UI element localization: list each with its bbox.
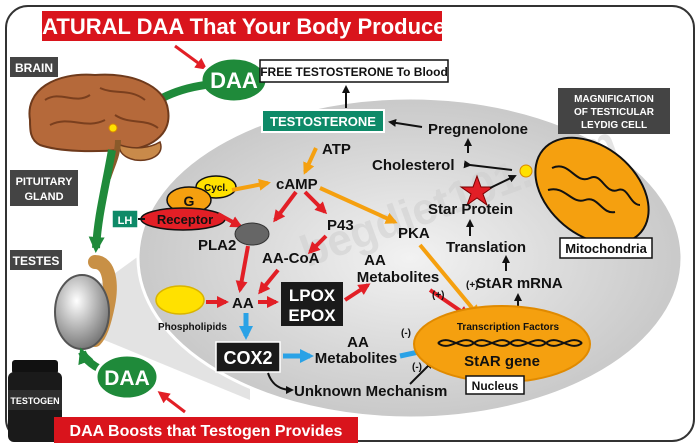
g-protein-label: G — [184, 193, 195, 209]
magnification-label-box — [558, 88, 670, 134]
aa-metabolites-lower-a: AA — [347, 334, 369, 351]
testes-illustration — [54, 255, 117, 350]
cox2-box — [215, 341, 281, 373]
brain-label: BRAIN — [15, 61, 53, 75]
pituitary-dot — [108, 123, 118, 133]
free-testosterone-box — [259, 59, 449, 83]
transcription-factors-label: Transcription Factors — [457, 322, 560, 333]
line-cholesterol-to-mito — [463, 160, 513, 171]
cholesterol-label: Cholesterol — [372, 157, 455, 174]
minus-label-1: (-) — [401, 328, 411, 339]
pla2-label: PLA2 — [198, 237, 236, 254]
cycl-label: Cycl. — [204, 183, 228, 194]
testogen-bottle: TESTOGEN — [8, 360, 62, 442]
arrow-banner-to-daa — [174, 44, 208, 70]
product-label: TESTOGEN — [10, 396, 59, 406]
aacoa-label: AA-CoA — [262, 250, 320, 267]
dna-helix-icon — [437, 339, 583, 347]
magnification-label-3: LEYDIG CELL — [581, 120, 647, 131]
star-icon — [459, 174, 495, 207]
daa-top-label: DAA — [210, 68, 258, 93]
pituitary-label-1: PITUITARY — [16, 176, 73, 188]
lh-label: LH — [118, 215, 133, 227]
epox-label: EPOX — [288, 306, 336, 325]
arrow-camp-to-aacoa — [273, 190, 298, 223]
testosterone-label: TESTOSTERONE — [270, 114, 376, 129]
magnification-label-2: OF TESTICULAR — [574, 107, 655, 118]
daa-bottom-label: DAA — [104, 367, 150, 390]
arrow-pla2-to-aa — [235, 245, 250, 293]
arrow-cycl-to-camp — [231, 178, 271, 192]
arrow-p43-to-aacoa — [307, 234, 328, 255]
brain-illustration — [28, 73, 170, 179]
atp-label: ATP — [322, 141, 351, 158]
arrow-brain-to-testes — [88, 149, 116, 253]
testes-label: TESTES — [13, 254, 60, 268]
star-mrna-label: StAR mRNA — [476, 275, 563, 292]
arrow-atp-to-camp — [303, 147, 318, 175]
lpox-label: LPOX — [289, 286, 336, 305]
daa-bottom-bubble — [94, 353, 160, 401]
nucleus-box — [465, 375, 525, 395]
aa-label: AA — [232, 295, 254, 312]
arrow-receptor-to-pla2 — [217, 212, 243, 228]
pla2-shape — [234, 222, 270, 246]
plus-label-2: (+) — [466, 280, 479, 291]
p43-label: P43 — [327, 217, 354, 234]
free-testosterone-label: FREE TESTOSTERONE To Blood — [260, 65, 448, 79]
bottom-banner — [54, 417, 358, 443]
arrow-pka-to-nucleus — [418, 243, 480, 318]
mito-dot — [519, 164, 533, 178]
arrow-banner-to-daa-bottom — [157, 391, 186, 414]
aa-metabolites-lower-b: Metabolites — [315, 350, 398, 367]
aa-metabolites-upper-a: AA — [364, 252, 386, 269]
mitochondria-label: Mitochondria — [565, 241, 647, 256]
arrow-pregnenolone-to-testosterone — [388, 118, 423, 128]
brain-label-box — [10, 57, 58, 77]
mitochondria-illustration — [534, 136, 650, 246]
nucleus-label: Nucleus — [472, 379, 519, 393]
translation-label: Translation — [446, 239, 526, 256]
pka-label: PKA — [398, 225, 430, 242]
arrow-camp-to-p43 — [303, 190, 328, 215]
top-banner-text: NATURAL DAA That Your Body Produces — [26, 14, 457, 39]
arrow-aacoa-to-aa — [258, 268, 280, 295]
testes-label-box — [10, 250, 62, 270]
phospholipids-shape — [155, 285, 205, 315]
bottom-banner-text: DAA Boosts that Testogen Provides — [70, 423, 343, 440]
plus-label-1: (+) — [432, 290, 445, 301]
star-gene-label: StAR gene — [464, 353, 540, 370]
camp-label: cAMP — [276, 176, 318, 193]
receptor-label: Receptor — [157, 212, 213, 227]
pregnenolone-label: Pregnenolone — [428, 121, 528, 138]
arrow-camp-to-pka — [319, 186, 398, 224]
cox2-label: COX2 — [223, 348, 272, 368]
lpox-epox-box — [281, 282, 343, 326]
magnification-label-1: MAGNIFICATION — [574, 94, 654, 105]
phospholipids-label: Phospholipids — [158, 322, 227, 333]
unknown-mechanism-label: Unknown Mechanism — [294, 383, 447, 400]
top-banner — [42, 11, 442, 41]
pituitary-label-box — [10, 170, 78, 206]
arrow-star-to-mito — [489, 174, 517, 189]
arrow-cox2-to-unknown — [267, 372, 294, 394]
minus-label-2: (-) — [412, 362, 422, 373]
pituitary-label-2: GLAND — [24, 191, 63, 203]
aa-metabolites-upper-b: Metabolites — [357, 269, 440, 286]
mitochondria-box — [559, 237, 653, 259]
arrow-lpox-to-metabolites — [343, 283, 371, 302]
testosterone-box — [261, 109, 385, 133]
star-protein-label: Star Protein — [428, 201, 513, 218]
